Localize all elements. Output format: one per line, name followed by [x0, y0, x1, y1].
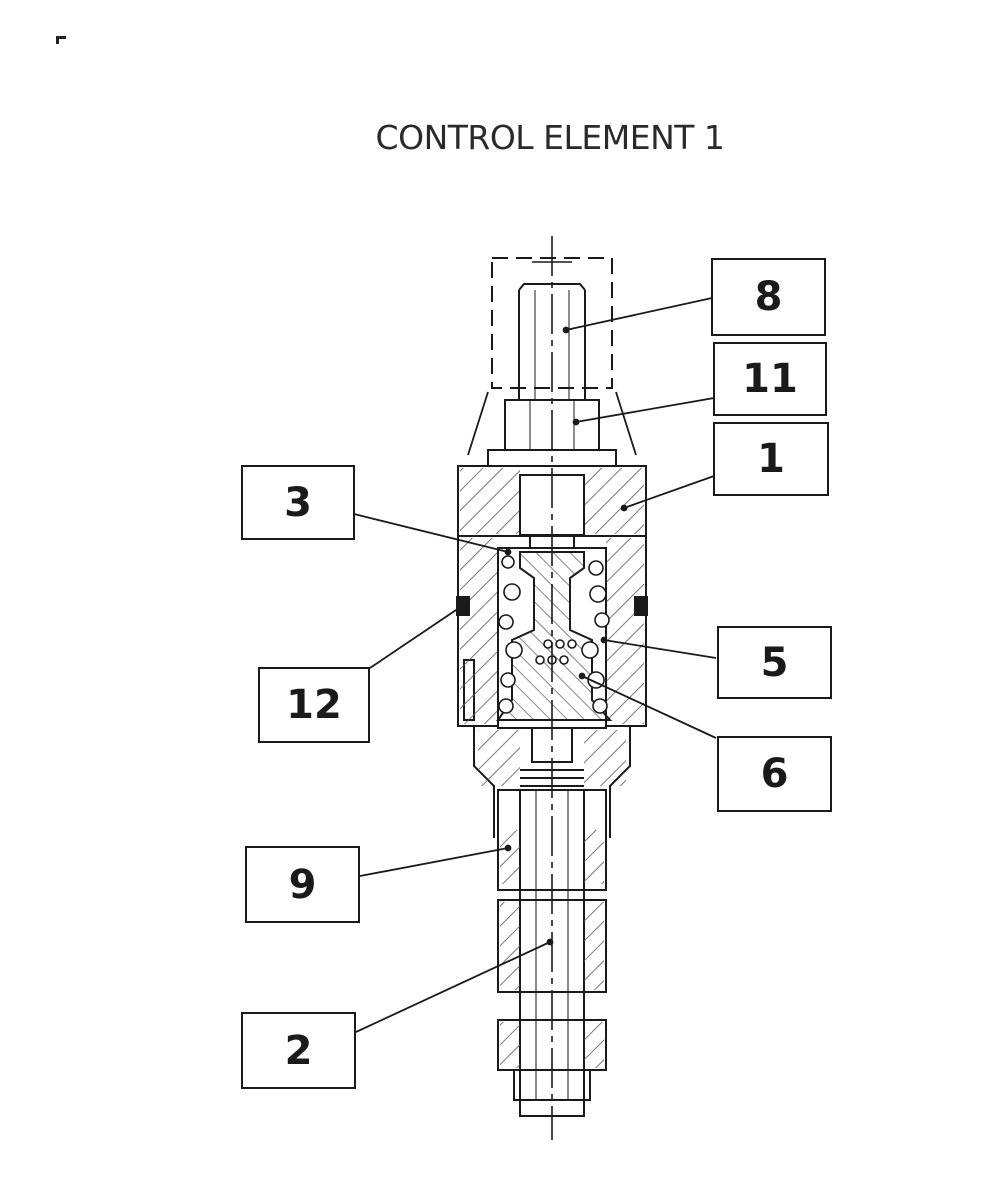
callout-6: 6 [717, 736, 832, 812]
leader-lines [353, 297, 717, 1033]
callout-11: 11 [713, 342, 827, 416]
callout-5: 5 [717, 626, 832, 699]
callout-9: 9 [245, 846, 360, 923]
spring-coils [498, 555, 610, 714]
corner-mark [56, 36, 66, 44]
callout-12: 12 [258, 667, 370, 743]
callout-8: 8 [711, 258, 826, 336]
diagram-title: CONTROL ELEMENT 1 [375, 118, 725, 157]
callout-1: 1 [713, 422, 829, 496]
callout-2: 2 [241, 1012, 356, 1089]
housing-top-hatch [460, 468, 520, 534]
callout-3: 3 [241, 465, 355, 540]
housing-top-hatch-right [584, 468, 644, 534]
o-ring-right [634, 596, 648, 616]
